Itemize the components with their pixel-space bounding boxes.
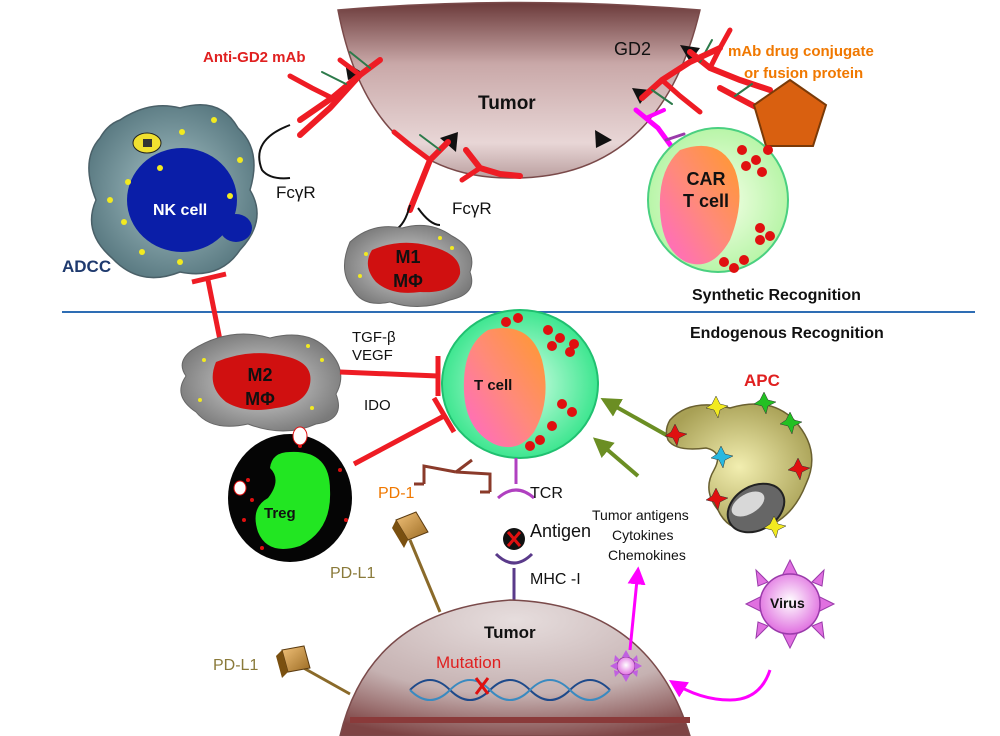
m1-label-2: MΦ	[393, 271, 423, 291]
small-virus	[610, 650, 642, 682]
adcc-label: ADCC	[62, 257, 112, 276]
bottom-tumor	[339, 599, 691, 736]
car-label-2: T cell	[682, 191, 730, 211]
tcr-label: TCR	[530, 485, 563, 502]
chemokines-label: Chemokines	[608, 547, 686, 563]
antigen-label: Antigen	[530, 521, 592, 541]
antigen-x-icon	[506, 531, 522, 547]
virus	[744, 558, 836, 650]
m2-label-1: M2	[247, 365, 273, 385]
drug-conjugate-pentagon	[752, 78, 828, 147]
treg-label: Treg	[264, 505, 296, 522]
treg-nucleus	[255, 451, 331, 549]
pdl1-stalk	[299, 664, 351, 696]
nk-cell-label: NK cell	[153, 202, 208, 219]
apc-nucleus-highlight	[731, 491, 765, 517]
pdl1-box	[392, 511, 429, 548]
apc-signal-arrow	[600, 398, 669, 438]
inhibition-arrow	[339, 369, 439, 379]
m1-yellow-dots	[358, 236, 454, 278]
pd1-label: PD-1	[378, 485, 415, 502]
anti-gd2-antibody	[459, 147, 523, 183]
ido-label: IDO	[364, 397, 391, 414]
car-receptor	[633, 107, 686, 153]
tumor-antigens-label: Tumor antigens	[592, 507, 689, 523]
m1-label-1: M1	[395, 247, 421, 267]
inhibition-arrow	[205, 279, 223, 341]
treg-granule	[233, 480, 247, 496]
mhc-label: MHC -I	[530, 571, 581, 588]
fc-receptor-label-2: FcγR	[452, 199, 492, 218]
virus-label: Virus	[770, 595, 805, 611]
virus-infection-arrow	[668, 669, 772, 702]
inhibition-bar	[431, 396, 457, 434]
t-cell-granules	[501, 313, 579, 451]
mutation-x-icon	[474, 677, 490, 695]
pdl1-label-1: PD-L1	[330, 565, 376, 582]
vegf-label: VEGF	[352, 347, 393, 364]
nk-granule-pattern	[143, 139, 152, 147]
pdl1-label-2: PD-L1	[213, 657, 259, 674]
pd1-receptor	[414, 458, 492, 494]
anti-gd2-label: Anti-GD2 mAb	[203, 49, 306, 66]
endogenous-recognition-label: Endogenous Recognition	[690, 325, 884, 342]
tumor-release-arrow	[627, 566, 646, 651]
anti-gd2-antibody	[297, 51, 383, 138]
nk-yellow-dots	[107, 117, 243, 265]
treg-granule	[292, 426, 308, 446]
drug-conjugate-label-1: mAb drug conjugate	[728, 43, 874, 60]
tumor-antigen-arrow	[592, 437, 640, 478]
m2-yellow-dots	[198, 344, 324, 410]
mhc-receptor	[494, 552, 534, 565]
car-t-cell-body	[659, 145, 740, 265]
apc-label: APC	[744, 371, 780, 390]
fc-receptor-label-1: FcγR	[276, 183, 316, 202]
pdl1-box	[276, 645, 311, 678]
pdl1-stalk	[408, 539, 442, 613]
t-cell-body	[463, 328, 546, 448]
tcr-receptor	[497, 488, 535, 500]
mutation-label: Mutation	[436, 653, 502, 672]
inhibition-bar	[191, 271, 227, 285]
top-tumor-label: Tumor	[478, 93, 536, 114]
gd2-label: GD2	[614, 39, 652, 59]
fc-receptor	[258, 124, 291, 180]
nk-nucleus	[127, 148, 237, 252]
cytokines-label: Cytokines	[612, 527, 674, 543]
m1-nucleus	[367, 242, 461, 293]
gd2-antigen	[595, 130, 612, 148]
car-granules	[719, 145, 775, 273]
inhibition-arrow	[352, 413, 446, 467]
bottom-tumor-label: Tumor	[484, 623, 536, 642]
anti-gd2-antibody	[639, 45, 723, 115]
t-cell-label: T cell	[474, 377, 513, 394]
nk-nucleus-lobe	[220, 214, 252, 242]
tgf-label: TGF-β	[352, 329, 396, 346]
anti-gd2-antibody	[391, 129, 451, 213]
synthetic-recognition-label: Synthetic Recognition	[692, 287, 861, 304]
drug-conjugate-label-2: or fusion protein	[744, 65, 864, 82]
apc-antigen-spikes	[664, 391, 811, 539]
dna-helix	[409, 679, 611, 701]
car-label-1: CAR	[686, 169, 726, 189]
m2-nucleus	[212, 353, 311, 410]
m2-label-2: MΦ	[245, 389, 275, 409]
